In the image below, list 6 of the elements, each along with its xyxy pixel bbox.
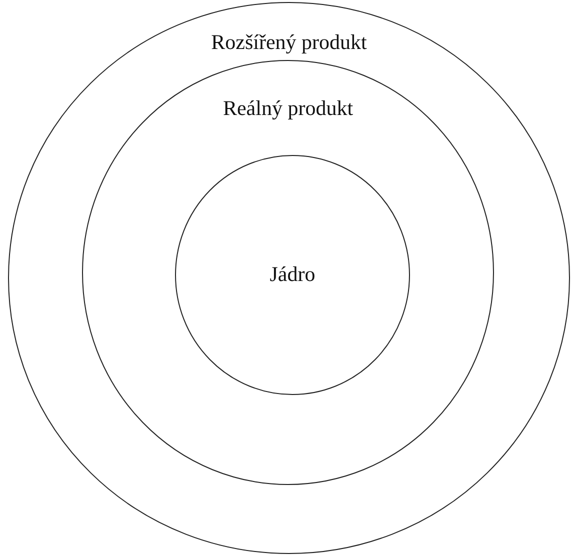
ring-label: Jádro <box>270 262 316 287</box>
ring-label: Reálný produkt <box>222 96 354 121</box>
inner-ellipse <box>175 155 410 395</box>
middle-ellipse <box>82 60 494 485</box>
ring-label: Rozšířený produkt <box>211 30 367 55</box>
outer-ellipse <box>8 2 570 554</box>
